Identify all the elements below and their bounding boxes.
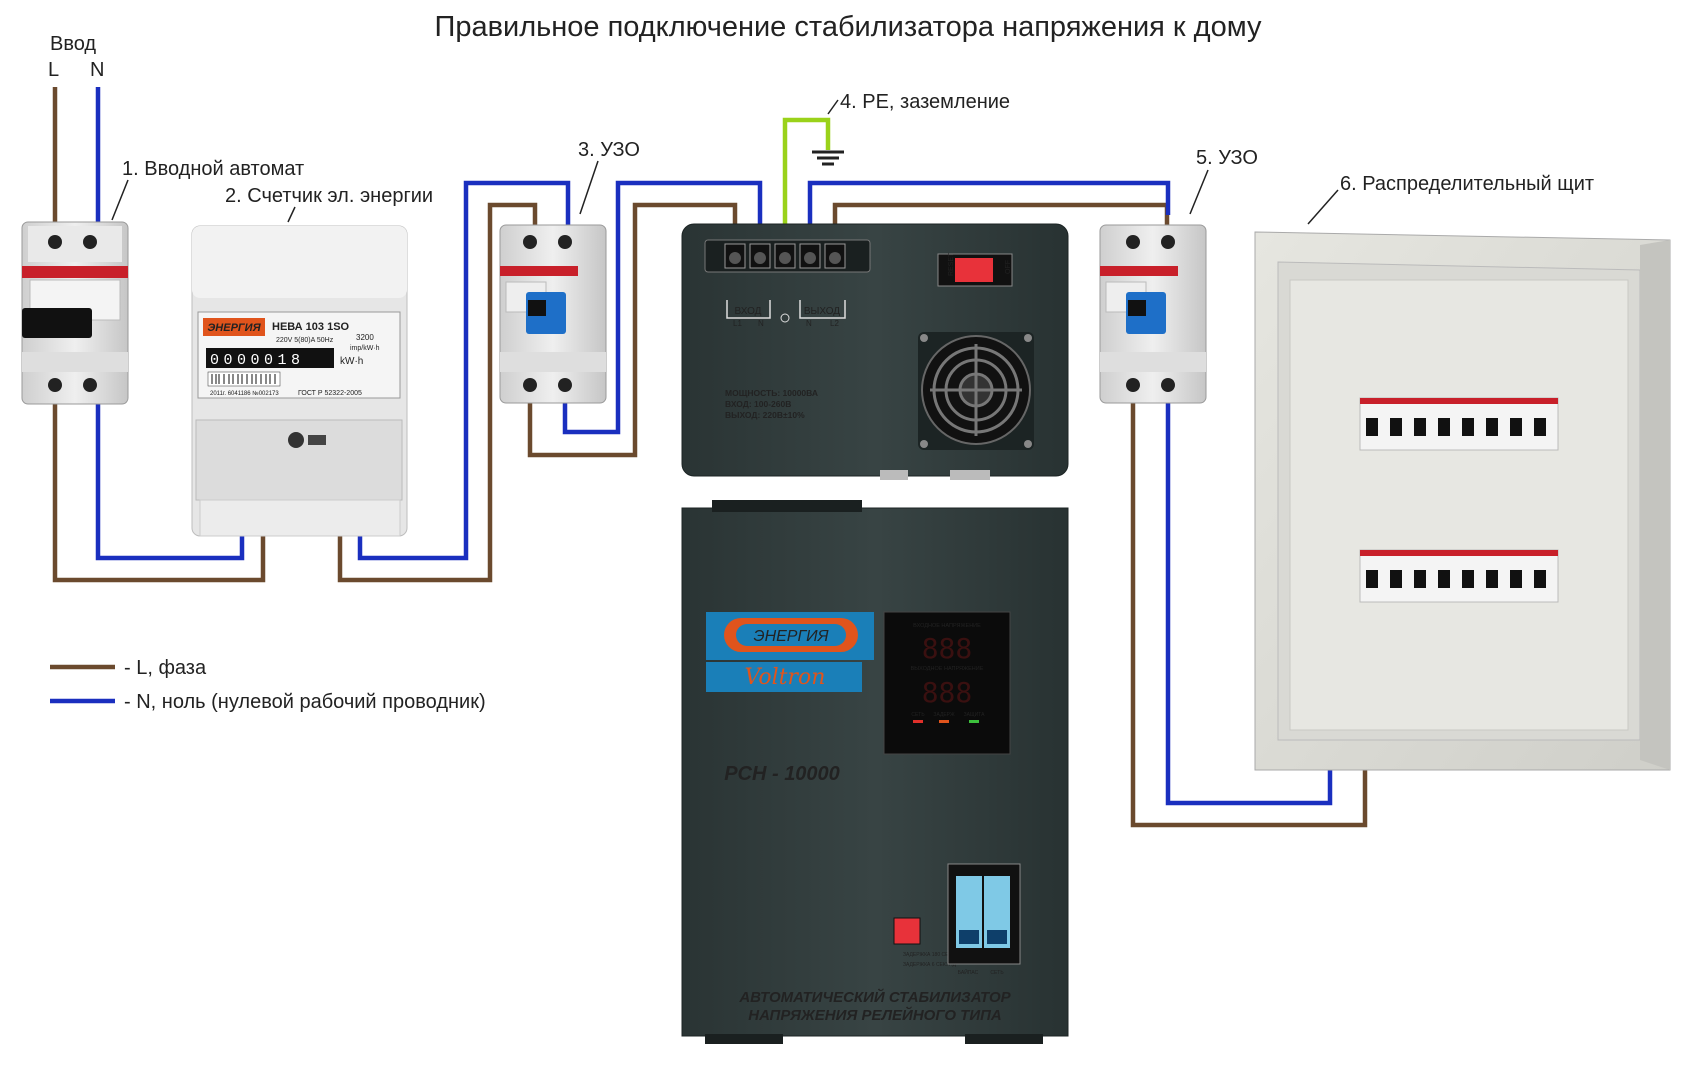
- meter-unit: kW·h: [340, 356, 363, 367]
- display-in-value: 888: [922, 632, 973, 665]
- stabilizer-model: РСН - 10000: [724, 763, 840, 785]
- delay-button[interactable]: [893, 917, 921, 945]
- meter-rating: 220V 5(80)A 50Hz: [276, 337, 334, 344]
- stabilizer-top: ВХОД ВЫХОД L1 N N L2 RESET OFF МОЩНОСТЬ:…: [681, 223, 1069, 480]
- meter-brand: ЭНЕРГИЯ: [207, 322, 261, 334]
- voltage-display: ВХОДНОЕ НАПРЯЖЕНИЕ 888 ВЫХОДНОЕ НАПРЯЖЕН…: [883, 611, 1011, 755]
- display-in-label: ВХОДНОЕ НАПРЯЖЕНИЕ: [913, 623, 981, 629]
- off-label: OFF: [1005, 260, 1012, 274]
- delay-2-label: ЗАДЕРЖКА 6 СЕКУНД: [903, 962, 957, 968]
- input-label: Ввод: [50, 33, 96, 55]
- terminal-n1-label: N: [758, 319, 764, 328]
- switch-bypass-label: БАЙПАС: [958, 968, 979, 976]
- bypass-switch[interactable]: [947, 863, 1021, 965]
- wire-rcd1-stab-l: [527, 202, 738, 458]
- wire-meter-rcd1-n: [357, 180, 571, 561]
- neutral-wires: [95, 87, 1333, 806]
- labels: Ввод L N 1. Вводной автомат 2. Счетчик э…: [48, 33, 1594, 225]
- energy-meter: ЭНЕРГИЯ НЕВА 103 1SO 220V 5(80)A 50Hz 32…: [191, 225, 408, 537]
- spec-input: ВХОД: 100-260В: [725, 399, 791, 409]
- led-2-label: ЗАДЕРЖ: [933, 712, 955, 718]
- wire-meter-rcd1-l: [337, 202, 538, 583]
- brand-logo: ЭНЕРГИЯ Voltron: [706, 612, 874, 692]
- diagram-title: Правильное подключение стабилизатора нап…: [435, 11, 1262, 43]
- led-3-indicator: [969, 720, 979, 723]
- brand-logo-text: ЭНЕРГИЯ: [753, 628, 828, 645]
- wire-rcd2-panel-n: [1165, 398, 1333, 806]
- spec-output: ВЫХОД: 220В±10%: [725, 410, 805, 420]
- reset-switch[interactable]: RESET OFF: [937, 252, 1013, 287]
- ground-symbol-icon: [780, 313, 790, 323]
- terminal-out-label: ВЫХОД: [804, 306, 840, 317]
- stabilizer-front: ЭНЕРГИЯ Voltron ВХОДНОЕ НАПРЯЖЕНИЕ 888 В…: [681, 500, 1069, 1044]
- led-3-label: ЗАЩИТА: [964, 712, 986, 718]
- input-l-label: L: [48, 59, 59, 81]
- meter-model: НЕВА 103 1SO: [272, 321, 350, 333]
- stabilizer-caption-2: НАПРЯЖЕНИЯ РЕЛЕЙНОГО ТИПА: [748, 1006, 1002, 1024]
- display-out-label: ВЫХОДНОЕ НАПРЯЖЕНИЕ: [911, 666, 984, 672]
- label-meter: 2. Счетчик эл. энергии: [225, 185, 433, 207]
- wire-rcd1-stab-n: [562, 180, 763, 435]
- legend-item-phase: - L, фаза: [50, 657, 207, 679]
- terminal-n2-label: N: [806, 319, 812, 328]
- label-ground: 4. PE, заземление: [840, 91, 1010, 113]
- label-breaker: 1. Вводной автомат: [122, 158, 304, 180]
- meter-serial: 2011г. 6041186 №002173: [210, 390, 279, 397]
- panel-breaker-row-1: [1359, 397, 1559, 451]
- meter-imp-unit: imp/kW·h: [350, 345, 380, 352]
- brand-logo-sub: Voltron: [745, 665, 826, 690]
- distribution-panel: [1254, 231, 1671, 771]
- led-1-label: СЕТЬ: [911, 712, 925, 718]
- legend-phase-label: - L, фаза: [124, 657, 207, 679]
- fan-grille-icon: [918, 332, 1034, 450]
- rcd-2: [1099, 224, 1207, 404]
- label-panel: 6. Распределительный щит: [1340, 173, 1594, 195]
- wire-breaker-meter-n: [95, 402, 245, 561]
- led-2-indicator: [939, 720, 949, 723]
- label-rcd2: 5. УЗО: [1196, 147, 1258, 169]
- display-out-value: 888: [922, 676, 973, 709]
- input-n-label: N: [90, 59, 104, 81]
- input-breaker: [21, 221, 129, 405]
- wire-breaker-meter-l: [52, 402, 266, 583]
- label-rcd1: 3. УЗО: [578, 139, 640, 161]
- switch-mains-label: СЕТЬ: [990, 970, 1004, 976]
- wire-rcd2-panel-l: [1130, 398, 1368, 828]
- led-1-indicator: [913, 720, 923, 723]
- meter-digits: 0000018: [210, 352, 305, 369]
- meter-imp: 3200: [356, 333, 374, 342]
- terminal-l1-label: L1: [733, 319, 742, 328]
- reset-label: RESET: [948, 252, 955, 276]
- panel-breaker-row-2: [1359, 549, 1559, 603]
- wire-stab-rcd2-n: [807, 180, 1171, 255]
- delay-1-label: ЗАДЕРЖКА 180 СЕКУНД: [903, 952, 962, 958]
- terminal-l2-label: L2: [830, 319, 839, 328]
- terminal-screws: [724, 243, 846, 269]
- legend-neutral-label: - N, ноль (нулевой рабочий проводник): [124, 691, 486, 713]
- terminal-in-label: ВХОД: [735, 306, 762, 317]
- spec-power: МОЩНОСТЬ: 10000ВА: [725, 388, 818, 398]
- legend: - L, фаза - N, ноль (нулевой рабочий про…: [50, 657, 486, 713]
- meter-gost: ГОСТ Р 52322-2005: [298, 390, 362, 397]
- legend-item-neutral: - N, ноль (нулевой рабочий проводник): [50, 691, 486, 713]
- rcd-1: [499, 224, 607, 404]
- earth-wire: [782, 117, 844, 255]
- stabilizer-caption-1: АВТОМАТИЧЕСКИЙ СТАБИЛИЗАТОР: [738, 988, 1011, 1006]
